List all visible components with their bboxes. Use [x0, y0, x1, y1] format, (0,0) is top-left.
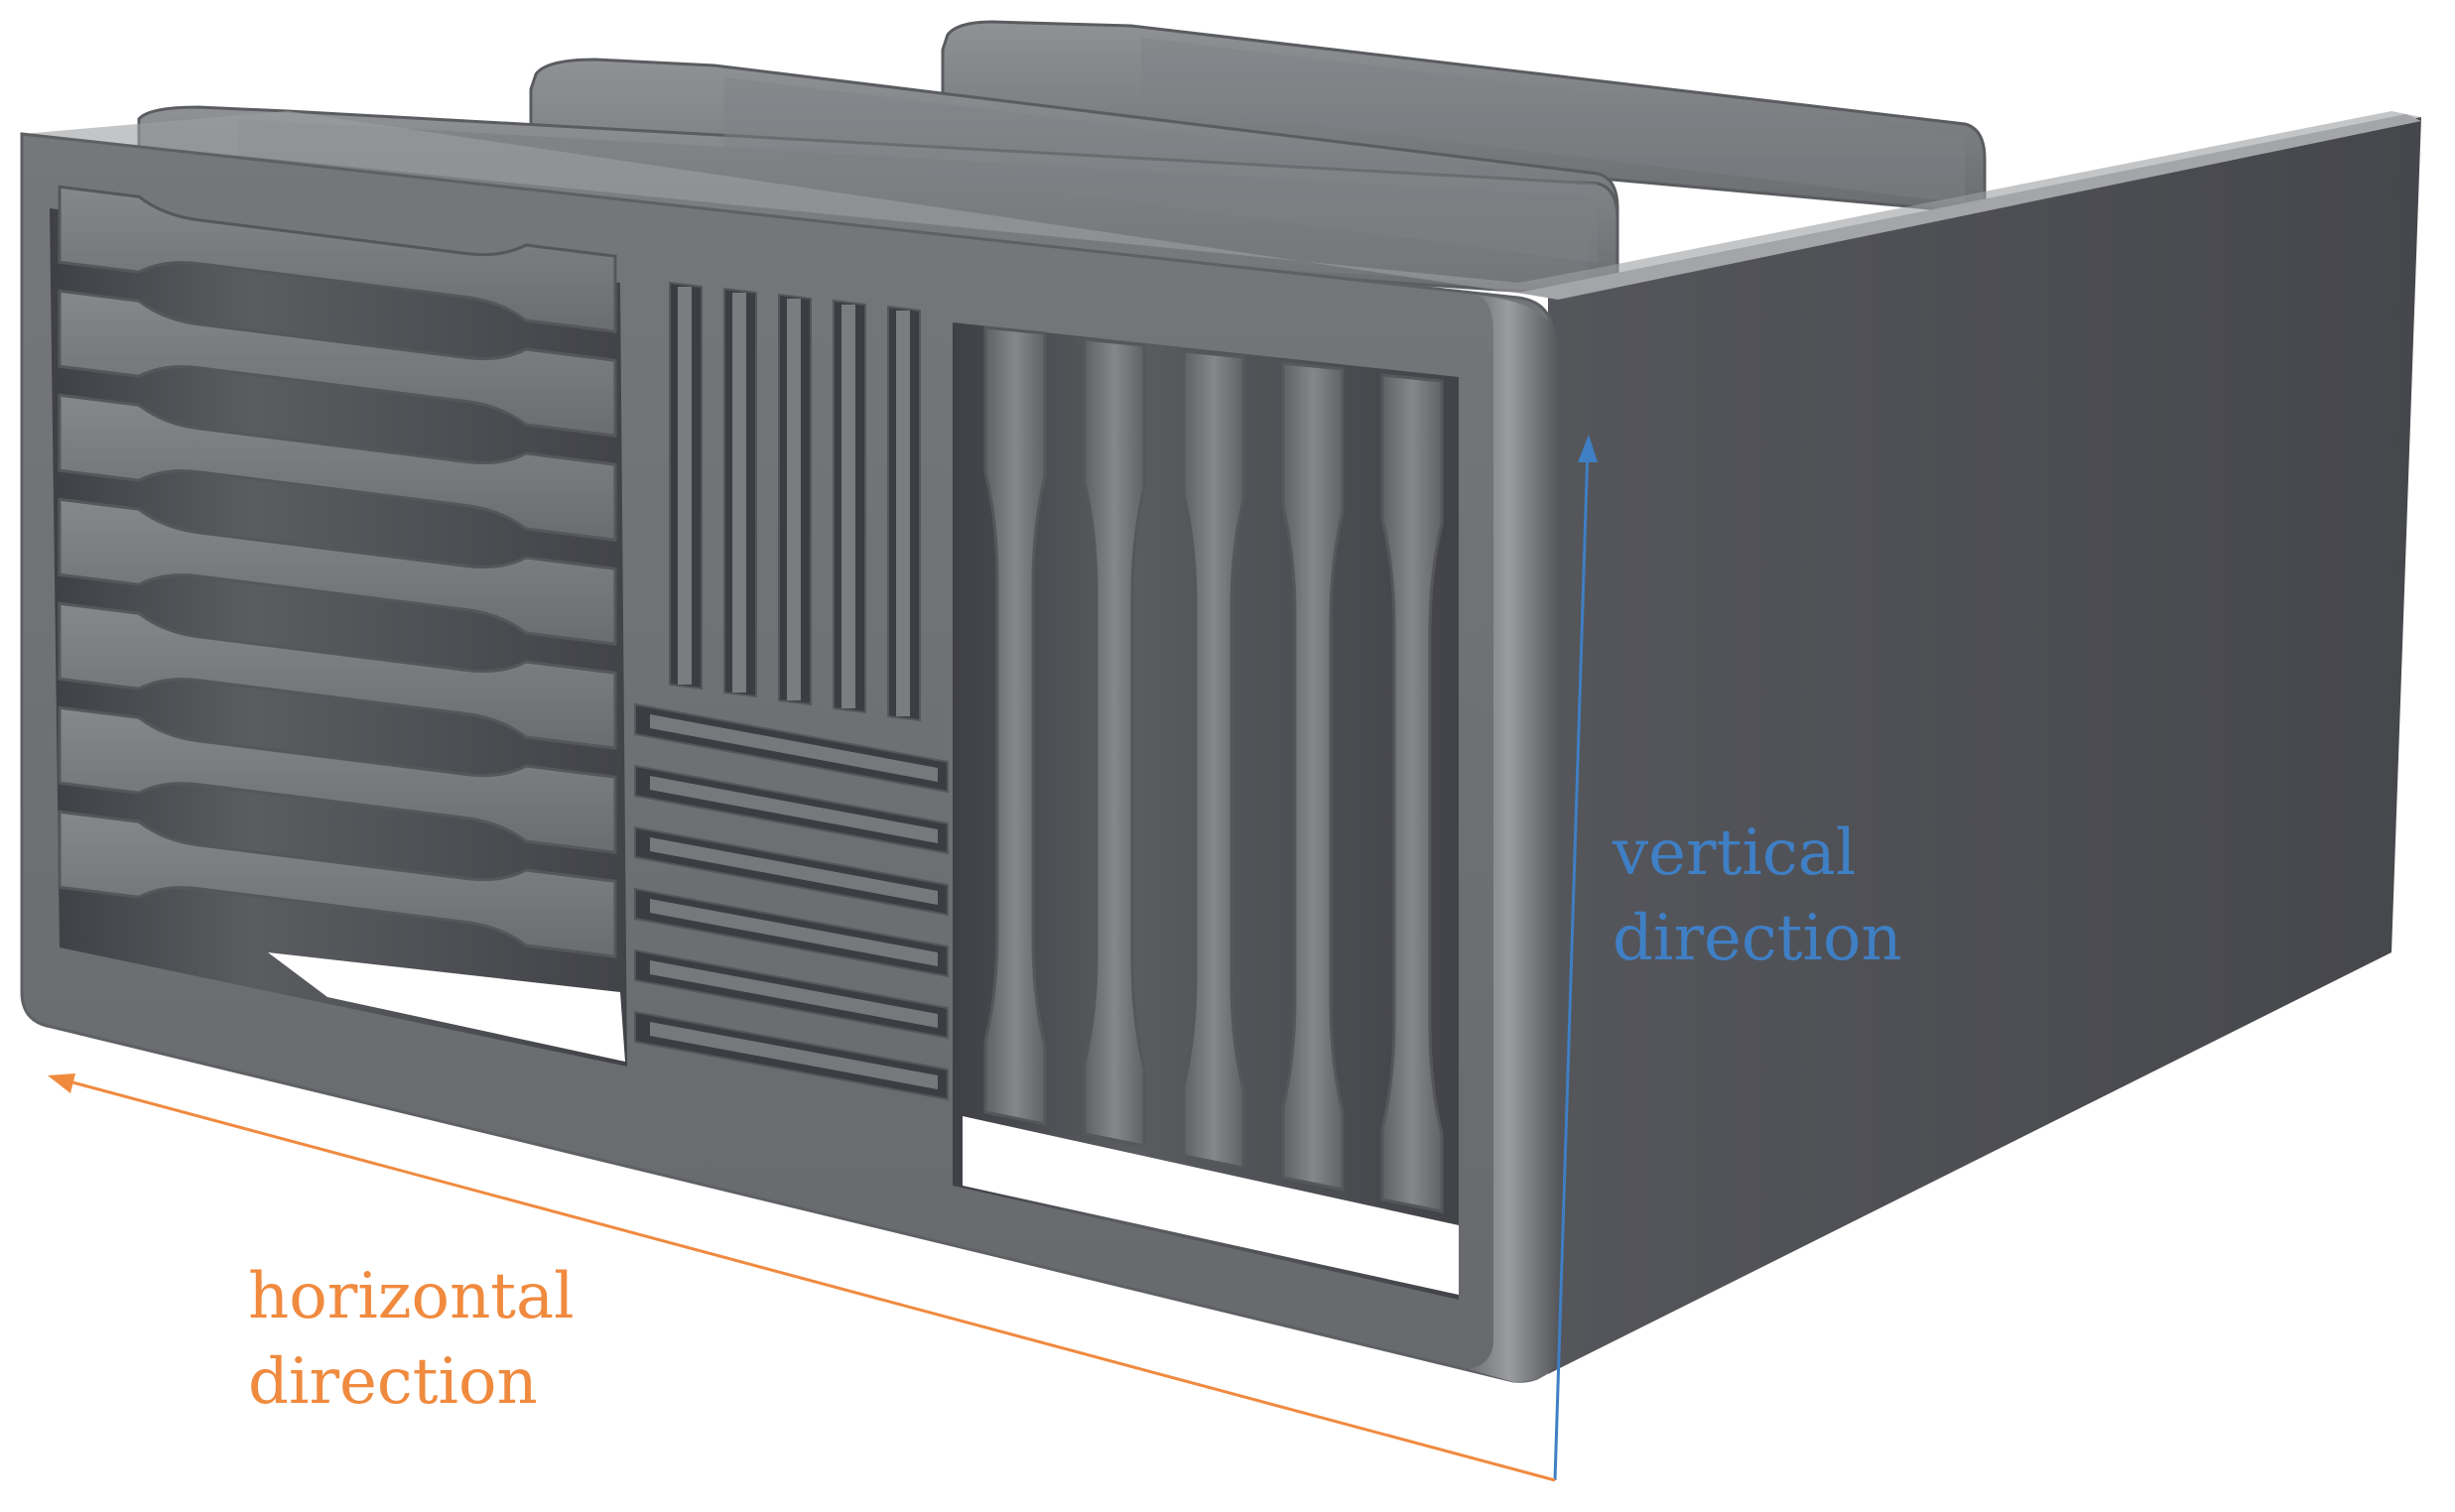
direction-arrows: [48, 435, 1598, 1482]
vertical-specimen: [983, 325, 1047, 1126]
thin-horizontal-slot-specimen: [650, 714, 938, 782]
thin-horizontal-slot-specimen: [650, 1022, 938, 1089]
horizontal-direction-label: horizontal direction: [248, 1265, 575, 1436]
thin-vertical-slot-specimen: [678, 287, 692, 685]
horizontal-arrow-head: [48, 1073, 75, 1093]
vertical-specimen-opening: [1161, 1160, 1260, 1251]
top-rim: [22, 111, 2421, 298]
vertical-label-line1: vertical: [1613, 817, 1857, 890]
rear-tank-inner-2: [724, 77, 1598, 263]
vertical-specimens-group: [953, 322, 1459, 1300]
vertical-direction-label: vertical direction: [1613, 821, 1902, 992]
side-face: [1548, 117, 2421, 1374]
horizontal-specimen: [58, 810, 617, 958]
horizontal-label-line2: direction: [248, 1345, 538, 1419]
vertical-specimen: [1083, 337, 1146, 1148]
vertical-specimen-opening: [1260, 1182, 1359, 1273]
rear-tank-inner-3: [1141, 38, 1965, 203]
horizontal-specimen: [58, 497, 617, 646]
vertical-specimen: [1380, 373, 1444, 1213]
thin-horizontal-slot-specimen: [650, 899, 938, 966]
vertical-specimen: [1281, 361, 1345, 1192]
horizontal-specimen: [58, 185, 617, 333]
horizontal-specimen: [58, 289, 617, 438]
thin-vertical-slots-group: [669, 281, 921, 722]
thin-horizontal-slots-group: [634, 702, 949, 1101]
horizontal-specimen: [58, 601, 617, 750]
thin-vertical-slot-specimen: [841, 305, 855, 708]
top-rim-side: [1518, 114, 2421, 300]
horizontal-specimen: [58, 705, 617, 854]
horizontal-arrow-line: [61, 1077, 1556, 1482]
rear-tank-3: [941, 20, 1987, 215]
front-corner-round: [1469, 296, 1558, 1382]
thin-horizontal-slot-specimen: [650, 776, 938, 843]
vertical-arrow-head: [1578, 435, 1598, 462]
horizontal-specimen: [58, 393, 617, 542]
vertical-label-line2: direction: [1613, 902, 1902, 975]
thin-vertical-slot-specimen: [732, 293, 746, 693]
thin-horizontal-slot-specimen: [650, 837, 938, 905]
vertical-arrow-line: [1553, 445, 1590, 1481]
horizontal-specimens-group: [50, 185, 627, 1067]
thin-horizontal-slot-specimen: [650, 960, 938, 1028]
horizontal-label-line1: horizontal: [248, 1260, 575, 1333]
vertical-specimen-opening: [1359, 1203, 1459, 1295]
thin-vertical-slot-specimen: [787, 299, 801, 700]
vertical-specimen: [1182, 349, 1245, 1170]
horizontal-cavity-opening: [268, 952, 625, 1062]
vertical-specimen-opening: [963, 1116, 1062, 1207]
thin-vertical-slot-specimen: [896, 311, 910, 716]
vertical-specimen-opening: [1062, 1138, 1161, 1229]
